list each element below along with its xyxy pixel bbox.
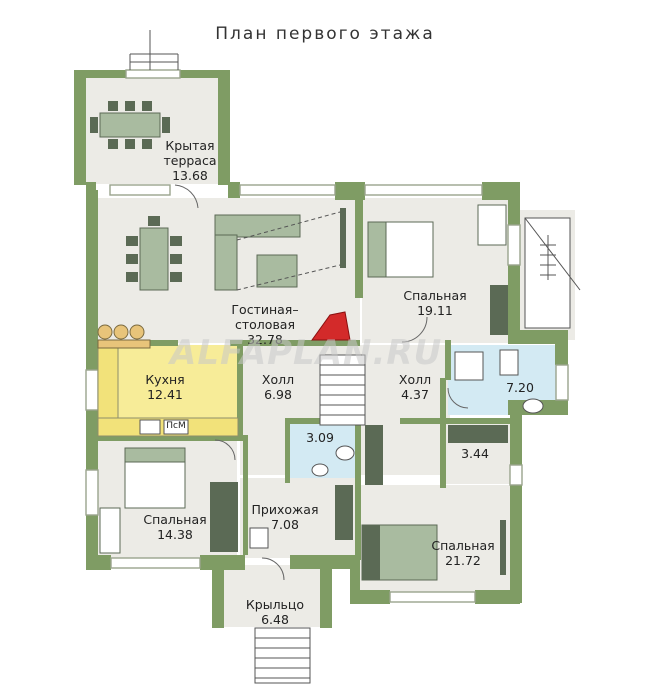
stairs	[129, 30, 581, 684]
porch-name: Крыльцо	[245, 597, 305, 612]
kitchen-name: Кухня	[145, 372, 185, 387]
bath-east-label: 7.20	[506, 380, 534, 395]
kitchen-label: Кухня 12.41	[125, 372, 205, 402]
terrace-name: Крытая терраса	[163, 138, 217, 168]
bedroom-sw-area: 14.38	[157, 527, 193, 542]
bedroom-se-area: 21.72	[445, 553, 481, 568]
porch-label: Крыльцо 6.48	[235, 597, 315, 627]
bedroom-sw-name: Спальная	[143, 512, 207, 527]
doors	[174, 184, 469, 581]
bedroom-ne-label: Спальная 19.11	[390, 288, 480, 318]
bedroom-se-label: Спальная 21.72	[418, 538, 508, 568]
watermark: ALFAPLAN.RU	[170, 333, 443, 373]
hall-east-label: Холл 4.37	[385, 372, 445, 402]
entry-name: Прихожая	[251, 502, 319, 517]
hall-east-area: 4.37	[401, 387, 429, 402]
entry-label: Прихожая 7.08	[245, 502, 325, 532]
appliance-label: ПсМ	[166, 421, 186, 431]
hall-center-label: Холл 6.98	[248, 372, 308, 402]
windows	[85, 69, 569, 603]
kitchen-area: 12.41	[147, 387, 183, 402]
terrace-area: 13.68	[172, 168, 208, 183]
wc-label: 3.09	[306, 430, 334, 445]
terrace-label: Крытая терраса 13.68	[150, 138, 230, 183]
hall-east-name: Холл	[398, 372, 432, 387]
bedroom-se-name: Спальная	[431, 538, 495, 553]
porch-floor	[220, 565, 330, 627]
hall-center-name: Холл	[261, 372, 295, 387]
closet-label: 3.44	[461, 446, 489, 461]
bedroom-ne-name: Спальная	[403, 288, 467, 303]
bedroom-ne-area: 19.11	[417, 303, 453, 318]
porch-area: 6.48	[261, 612, 289, 627]
living-name: Гостиная– столовая	[231, 302, 299, 332]
entry-area: 7.08	[271, 517, 299, 532]
plan-title: План первого этажа	[215, 24, 435, 44]
living-label: Гостиная– столовая 32.78	[225, 302, 305, 347]
hall-center-area: 6.98	[264, 387, 292, 402]
living-area: 32.78	[247, 332, 283, 347]
furniture	[90, 101, 544, 581]
bedroom-sw-label: Спальная 14.38	[130, 512, 220, 542]
